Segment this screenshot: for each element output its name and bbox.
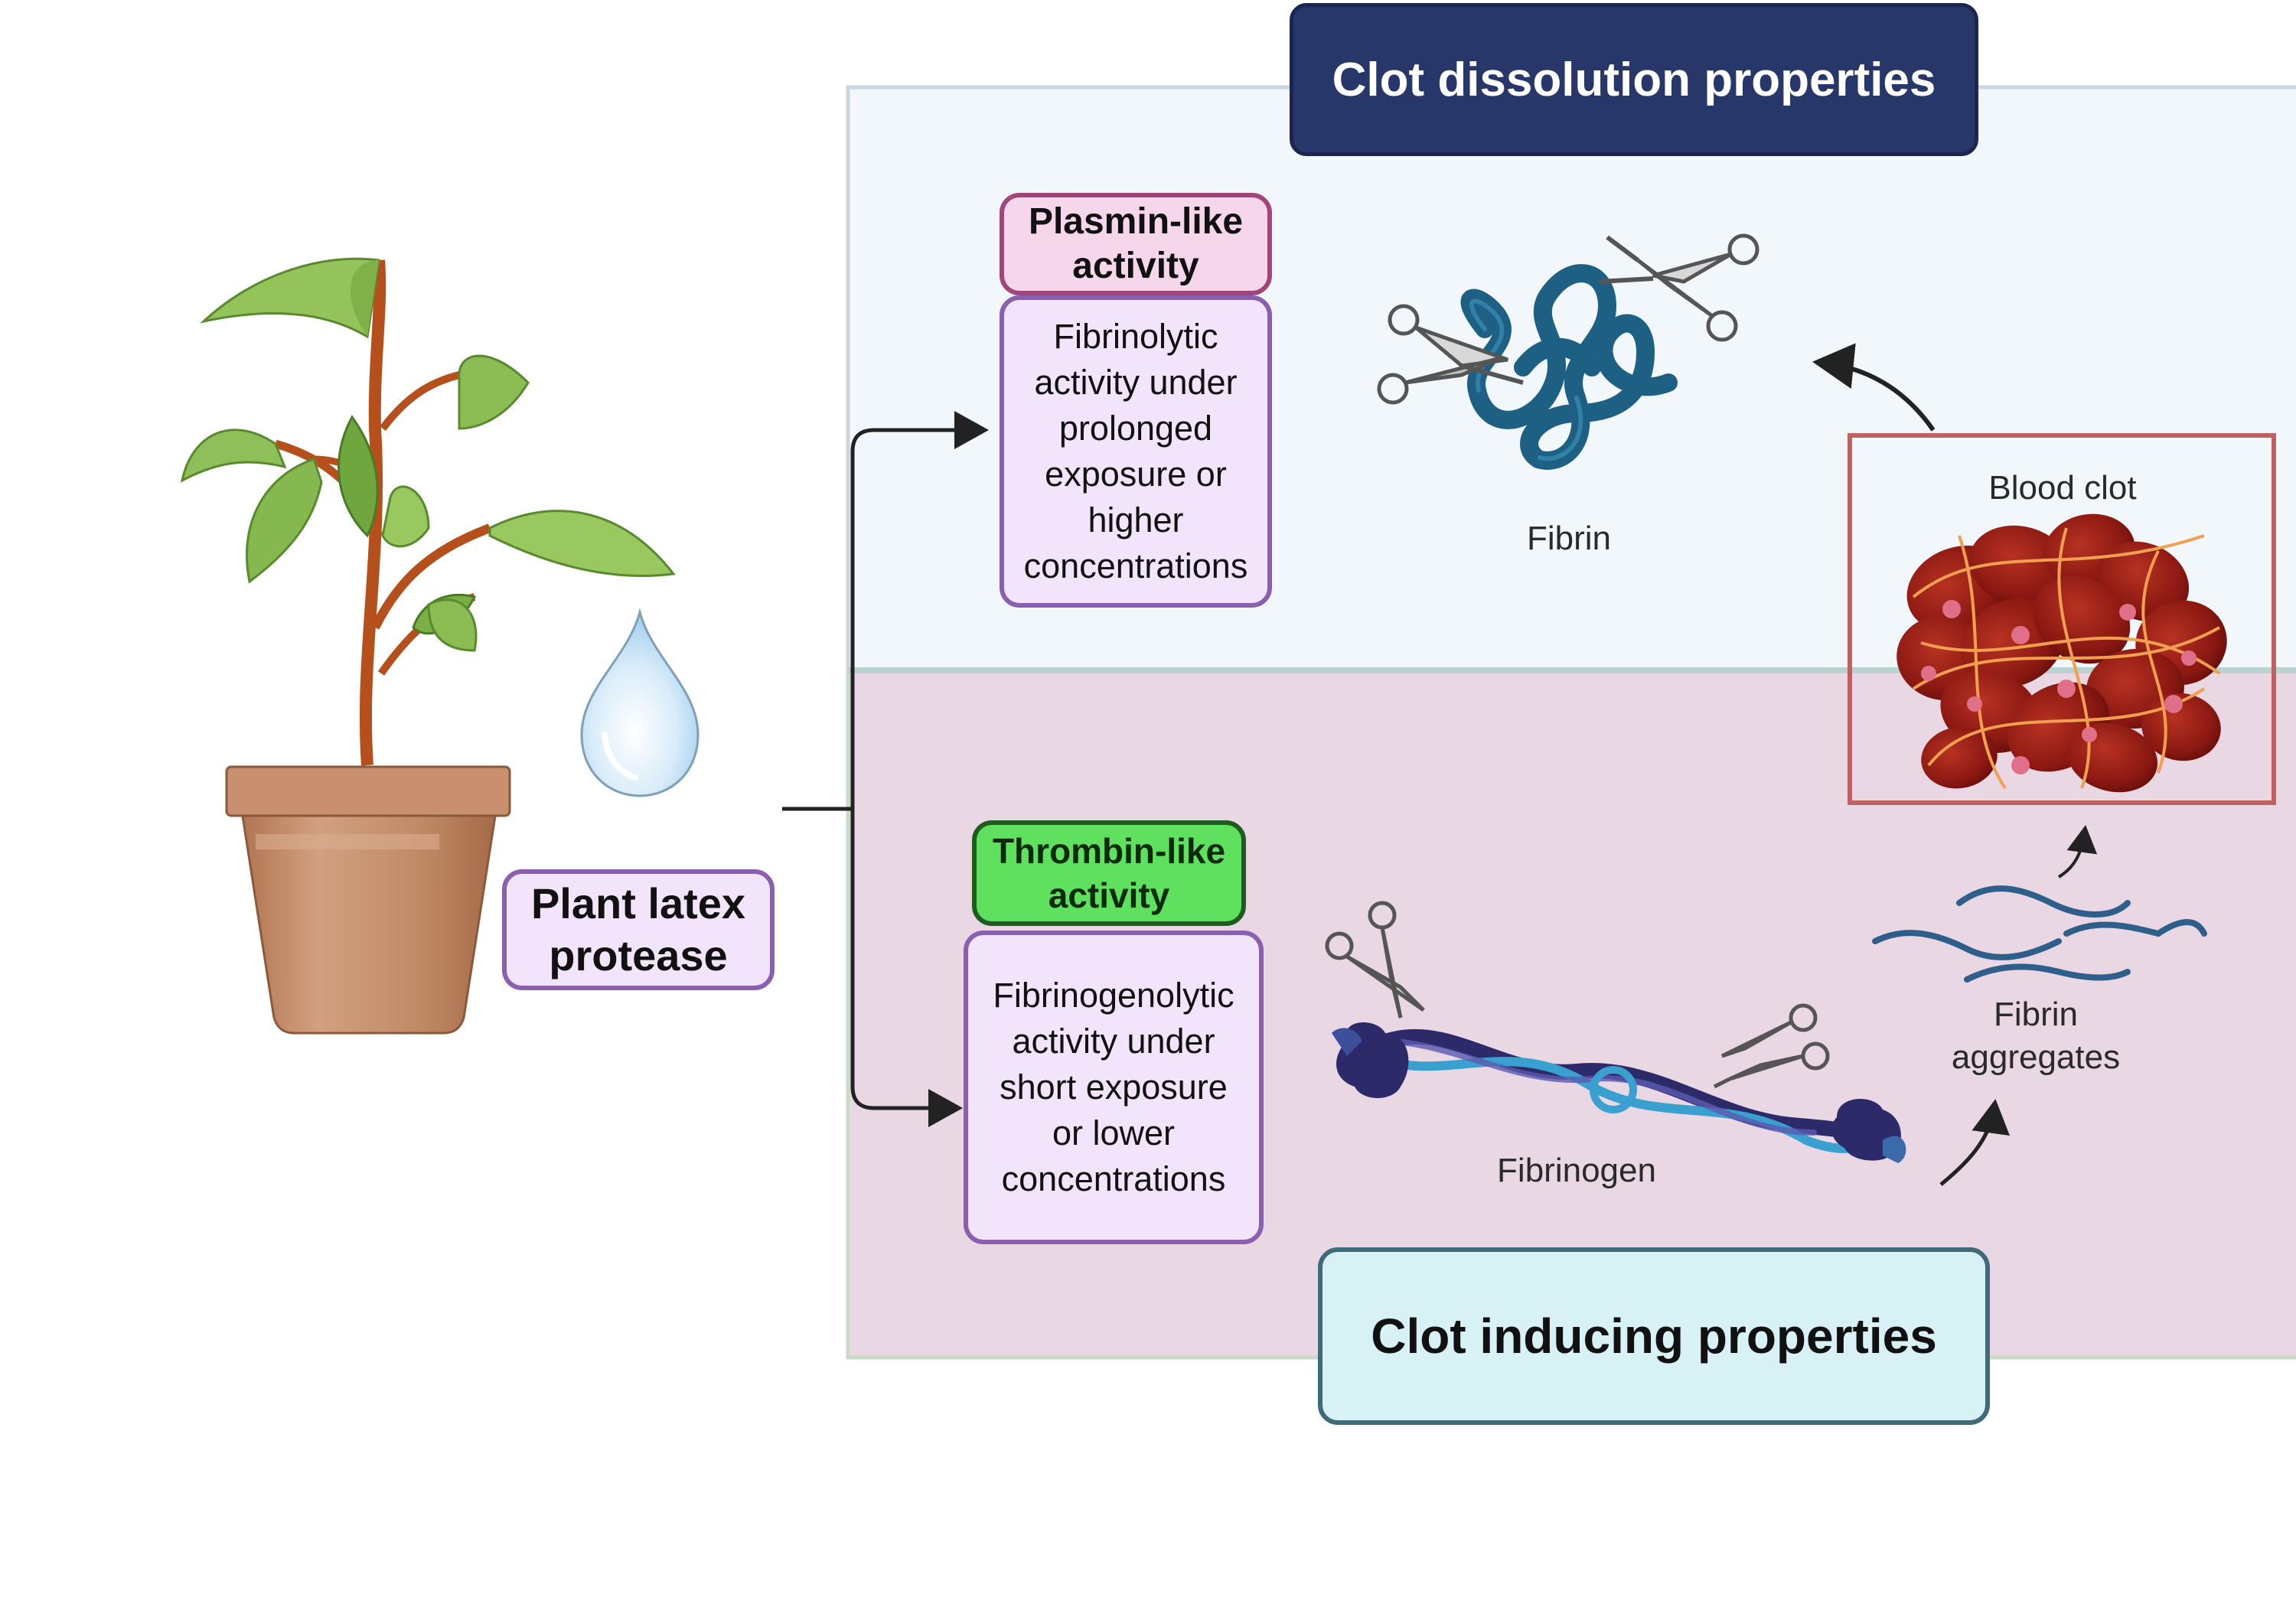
fibrin-label: Fibrin (1526, 520, 1612, 557)
fibrinogen-label: Fibrinogen (1497, 1152, 1656, 1189)
scissors-icon (1599, 233, 1760, 342)
thrombin-body-line: concentrations (1001, 1159, 1226, 1198)
inducing-title: Clot inducing properties (1318, 1247, 1990, 1425)
scissors-icon (1713, 1003, 1830, 1089)
plasmin-like-header: Plasmin-like activity (1000, 193, 1272, 295)
branch-connector (782, 411, 989, 1127)
plasmin-body-line: concentrations (1023, 546, 1248, 585)
plasmin-head-line: Plasmin-like (1028, 201, 1244, 242)
latex-drop-icon (580, 608, 700, 797)
scissors-icon (1377, 304, 1524, 405)
thrombin-body-line: or lower (1052, 1113, 1176, 1152)
thrombin-like-description: Fibrinogenolytic activity under short ex… (964, 931, 1264, 1244)
dissolution-title: Clot dissolution properties (1290, 3, 1978, 156)
arrow-fibrinogen-to-aggregates (1939, 1099, 2011, 1186)
arrow-aggregates-to-clot (2057, 825, 2098, 878)
plasmin-body-line: Fibrinolytic (1053, 317, 1218, 356)
thrombin-body-line: Fibrinogenolytic (993, 976, 1234, 1015)
thrombin-head-line: activity (1048, 875, 1170, 915)
plant-illustration (180, 257, 676, 1035)
plant-latex-protease-label: Plant latex protease (502, 869, 775, 990)
thrombin-like-header: Thrombin-like activity (972, 820, 1246, 926)
fibrin-aggregates-line: aggregates (1951, 1038, 2121, 1076)
thrombin-body-line: short exposure (1000, 1068, 1228, 1107)
plasmin-body-line: activity under (1034, 363, 1238, 402)
fibrin-aggregates-label: Fibrin aggregates (1929, 990, 2143, 1082)
fibrinogen-end-nodes (1332, 1022, 1906, 1163)
latex-label-line: Plant latex (530, 879, 746, 927)
blood-clot-label: Blood clot (1988, 469, 2137, 507)
plasmin-body-line: higher (1088, 500, 1184, 539)
plasmin-head-line: activity (1072, 246, 1199, 286)
scissors-icon (1325, 901, 1425, 1019)
thrombin-head-line: Thrombin-like (992, 831, 1226, 871)
blood-clot-icon (1896, 513, 2227, 793)
fibrin-aggregates-line: Fibrin (1993, 996, 2079, 1033)
plasmin-body-line: exposure or (1045, 455, 1227, 494)
latex-label-line: protease (549, 931, 728, 980)
arrow-clot-to-fibrin (1812, 343, 1936, 432)
thrombin-body-line: activity under (1012, 1022, 1215, 1061)
fibrin-aggregates-icon (1872, 885, 2207, 983)
plasmin-body-line: prolonged (1058, 409, 1213, 448)
plasmin-like-description: Fibrinolytic activity under prolonged ex… (1000, 295, 1272, 608)
blood-clot-frame (1848, 433, 2276, 805)
